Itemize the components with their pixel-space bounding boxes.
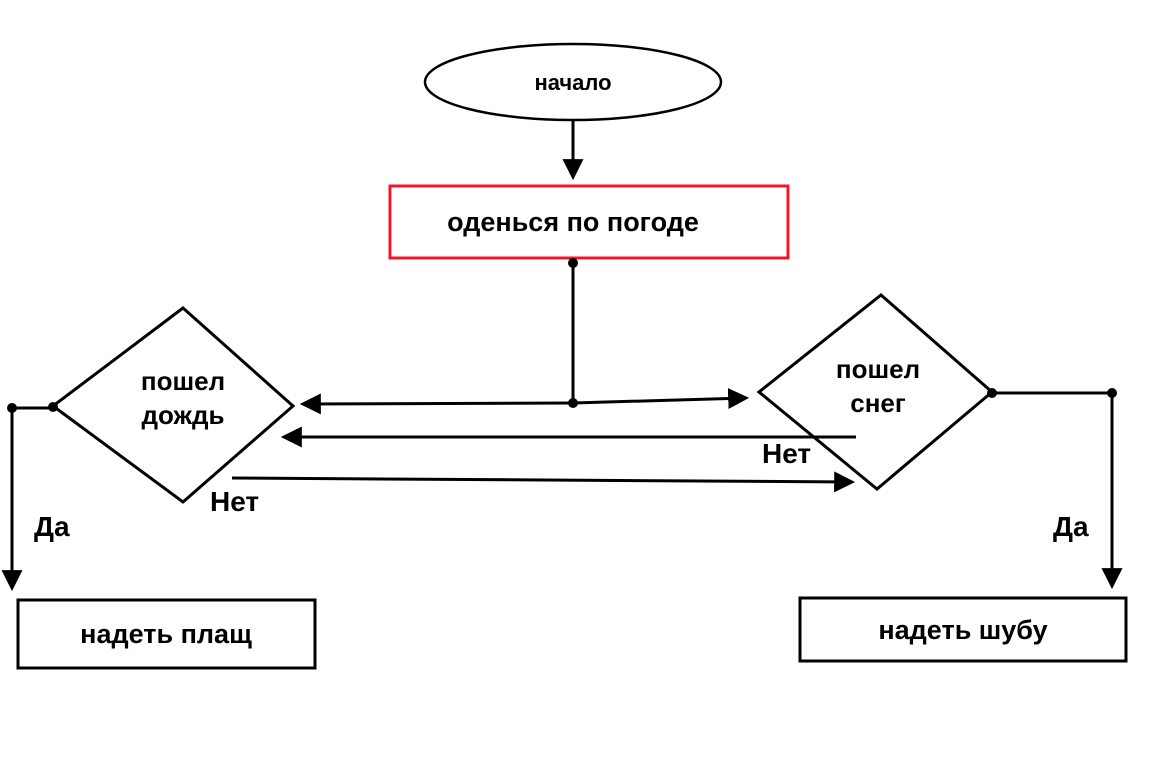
start-label: начало [534,70,611,95]
result-raincoat-label: надеть плащ [80,619,252,649]
result-furcoat-node [798,596,1128,663]
edge-split-to-rain [299,393,574,415]
result-raincoat-node [16,598,317,670]
result-furcoat-label: надеть шубу [878,615,1047,645]
action-node [388,184,790,260]
decision-rain-label-line1: пошел [141,366,225,396]
edge-split-to-snow [572,388,750,410]
decision-snow-node [756,293,995,491]
decision-rain-label-line2: дождь [142,400,225,430]
start-node [423,42,723,122]
edge-snow-no-label: Нет [762,438,811,469]
action-label: оденься по погоде [447,207,699,237]
decision-rain-node [50,306,296,504]
decision-snow-label-line2: снег [850,388,906,418]
edge-snow-yes-label: Да [1053,511,1089,542]
edge-rain-no-label: Нет [210,486,259,517]
decision-snow-label-line1: пошел [836,354,920,384]
edge-rain-yes-label: Да [34,511,70,542]
edge-rain-no-to-snow [231,471,856,493]
